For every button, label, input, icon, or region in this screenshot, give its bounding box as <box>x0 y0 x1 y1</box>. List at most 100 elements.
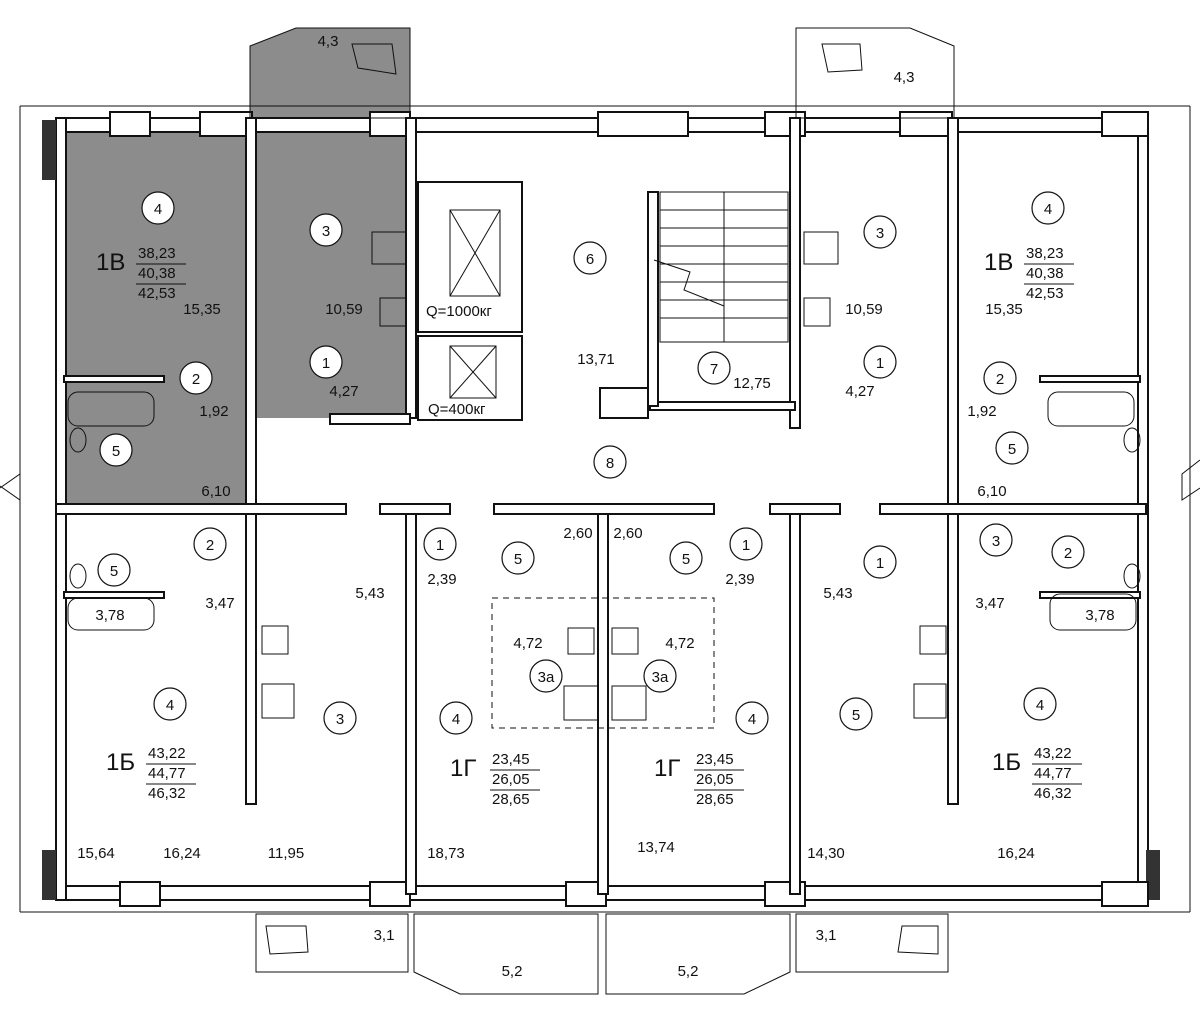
room-number-marker: 3 <box>323 701 357 735</box>
room-number-label: 5 <box>1008 441 1016 458</box>
room-number-marker: 3а <box>529 659 563 693</box>
room-area-label: 10,59 <box>845 301 883 318</box>
room-number-marker: 4 <box>735 701 769 735</box>
room-number-label: 5 <box>110 563 118 580</box>
room-area-label: 13,71 <box>577 351 615 368</box>
room-number-label: 3 <box>336 711 344 728</box>
apartment-code: 1Б <box>106 749 135 776</box>
room-area-label: 11,95 <box>268 845 304 862</box>
apartment-area-value: 40,38 <box>1026 265 1064 282</box>
room-number-label: 2 <box>1064 545 1072 562</box>
room-number-label: 2 <box>192 371 200 388</box>
room-number-label: 3 <box>322 223 330 240</box>
room-number-circle <box>863 345 897 379</box>
apartment-code: 1В <box>984 249 1013 276</box>
room-number-circle <box>573 241 607 275</box>
room-number-circle <box>735 701 769 735</box>
room-number-circle <box>643 659 677 693</box>
apartment-area-value: 46,32 <box>148 785 186 802</box>
room-number-label: 7 <box>710 361 718 378</box>
apartment-area-value: 23,45 <box>696 751 734 768</box>
room-number-marker: 4 <box>1023 687 1057 721</box>
room-number-circle <box>423 527 457 561</box>
room-number-label: 4 <box>748 711 756 728</box>
room-number-marker: 7 <box>697 351 731 385</box>
apartment-area-value: 26,05 <box>696 771 734 788</box>
room-area-label: 2,39 <box>725 571 754 588</box>
room-number-circle <box>1031 191 1065 225</box>
room-number-circle <box>323 701 357 735</box>
room-number-label: 5 <box>852 707 860 724</box>
room-number-marker: 1 <box>863 345 897 379</box>
room-area-label: 15,64 <box>77 845 115 862</box>
room-number-label: 4 <box>1044 201 1052 218</box>
room-number-circle <box>697 351 731 385</box>
room-number-label: 1 <box>322 355 330 372</box>
room-area-label: 5,43 <box>355 585 384 602</box>
room-number-label: 3 <box>876 225 884 242</box>
balconies <box>249 27 955 995</box>
room-number-circle <box>439 701 473 735</box>
room-area-label: 12,75 <box>733 375 771 392</box>
apartment-area-value: 44,77 <box>148 765 186 782</box>
room-area-label: 2,39 <box>427 571 456 588</box>
room-number-marker: 5 <box>995 431 1029 465</box>
room-area-label: 15,35 <box>183 301 221 318</box>
room-number-circle <box>863 215 897 249</box>
elevator-capacity-large: Q=1000кг <box>426 303 492 320</box>
apartment-area-value: 44,77 <box>1034 765 1072 782</box>
room-number-circle <box>193 527 227 561</box>
apartment-area-value: 38,23 <box>1026 245 1064 262</box>
room-number-marker: 1 <box>423 527 457 561</box>
room-number-circle <box>729 527 763 561</box>
room-number-circle <box>669 541 703 575</box>
room-area-label: 3,1 <box>374 927 395 944</box>
room-area-label: 4,72 <box>513 635 542 652</box>
room-number-label: 2 <box>206 537 214 554</box>
room-area-label: 2,60 <box>563 525 592 542</box>
room-number-marker: 2 <box>193 527 227 561</box>
room-number-circle <box>983 361 1017 395</box>
room-number-circle <box>179 361 213 395</box>
apartment-label-apt-1b-left: 1Б 43,22 44,77 46,32 <box>106 745 196 802</box>
room-area-label: 6,10 <box>977 483 1006 500</box>
room-number-circle <box>309 345 343 379</box>
room-number-marker: 2 <box>983 361 1017 395</box>
room-number-circle <box>863 545 897 579</box>
room-number-label: 3а <box>538 669 555 686</box>
room-number-circle <box>99 433 133 467</box>
room-area-label: 1,92 <box>199 403 228 420</box>
room-number-label: 4 <box>452 711 460 728</box>
room-number-marker: 2 <box>179 361 213 395</box>
room-number-circle <box>839 697 873 731</box>
room-number-label: 6 <box>586 251 594 268</box>
room-number-marker: 1 <box>863 545 897 579</box>
room-area-label: 4,27 <box>329 383 358 400</box>
room-area-label: 3,78 <box>95 607 124 624</box>
room-number-label: 5 <box>112 443 120 460</box>
room-number-label: 1 <box>876 555 884 572</box>
room-number-label: 1 <box>876 355 884 372</box>
room-number-marker: 3а <box>643 659 677 693</box>
apartment-area-value: 28,65 <box>492 791 530 808</box>
core <box>417 181 789 421</box>
room-number-label: 2 <box>996 371 1004 388</box>
room-number-label: 5 <box>514 551 522 568</box>
room-number-circle <box>995 431 1029 465</box>
room-number-marker: 3 <box>979 523 1013 557</box>
room-number-circle <box>529 659 563 693</box>
apartment-area-value: 43,22 <box>148 745 186 762</box>
room-number-marker: 4 <box>141 191 175 225</box>
room-area-label: 14,30 <box>807 845 845 862</box>
room-area-label: 4,3 <box>894 69 915 86</box>
fixtures <box>67 231 1141 729</box>
room-area-label: 4,27 <box>845 383 874 400</box>
room-area-label: 4,3 <box>318 33 339 50</box>
room-area-label: 15,35 <box>985 301 1023 318</box>
apartment-area-value: 26,05 <box>492 771 530 788</box>
